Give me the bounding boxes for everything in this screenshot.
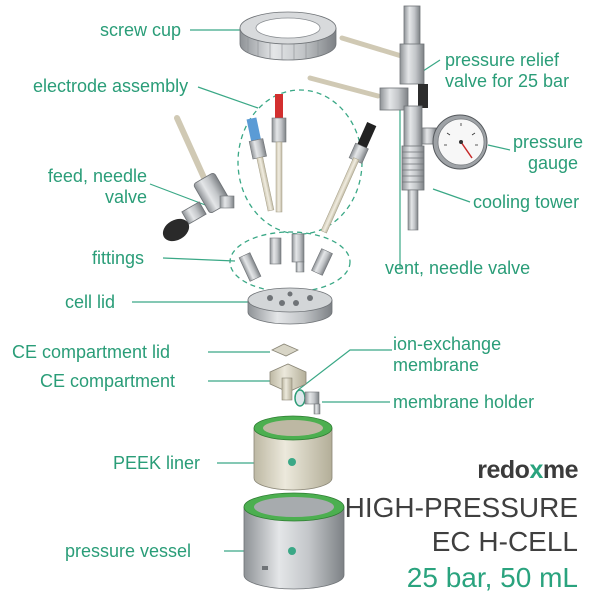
pressure-vessel-shape	[243, 492, 345, 590]
label-gauge-line2: gauge	[528, 153, 579, 173]
cell-lid-shape	[247, 287, 333, 325]
title-line-2: EC H-CELL	[431, 526, 578, 557]
label-screw-cup: screw cup	[100, 20, 182, 40]
title-line-1: HIGH-PRESSURE	[344, 492, 578, 523]
brand-logo: redoxme	[477, 456, 578, 485]
label-cooling-tower: cooling tower	[473, 192, 580, 212]
title-line-3: 25 bar, 50 mL	[406, 562, 578, 593]
label-membrane-line1: ion-exchange	[393, 334, 502, 354]
electrode-assembly-shape	[246, 94, 377, 234]
cooling-tower-shape	[401, 145, 425, 231]
ce-compartment-shape	[269, 343, 321, 415]
label-membrane-line2: membrane	[393, 355, 480, 375]
label-ce-compartment: CE compartment	[40, 371, 176, 391]
label-feed-valve-line2: valve	[104, 187, 147, 207]
label-membrane-holder: membrane holder	[393, 392, 535, 412]
screw-cup-shape	[239, 11, 337, 61]
brand-part-3: me	[542, 456, 579, 484]
leader-membrane	[297, 349, 392, 391]
leader-cooling-tower	[432, 188, 471, 203]
label-relief-valve-line2: valve for 25 bar	[445, 71, 570, 91]
brand-part-2: x	[529, 456, 543, 484]
relief-valve-shape	[307, 5, 428, 149]
label-pressure-vessel: pressure vessel	[65, 541, 192, 561]
label-cell-lid: cell lid	[65, 292, 116, 312]
label-gauge-line1: pressure	[513, 132, 584, 152]
fittings-shape	[238, 233, 333, 282]
electrode-group-outline	[237, 89, 363, 235]
label-relief-valve-line1: pressure relief	[445, 50, 560, 70]
pressure-gauge-shape	[421, 114, 488, 170]
label-fittings: fittings	[92, 248, 145, 268]
leader-gauge	[487, 144, 511, 151]
label-feed-valve-line1: feed, needle	[47, 166, 147, 186]
leader-vent-valve	[390, 100, 401, 268]
peek-liner-shape	[253, 415, 333, 491]
label-electrode-assembly: electrode assembly	[33, 76, 189, 96]
label-peek-liner: PEEK liner	[113, 453, 201, 473]
brand-part-1: redo	[477, 456, 530, 484]
leader-fittings	[162, 257, 236, 262]
feed-valve-shape	[162, 115, 235, 242]
leader-electrode-assembly	[197, 86, 259, 109]
label-vent-valve: vent, needle valve	[385, 258, 531, 278]
label-ce-lid: CE compartment lid	[12, 342, 171, 362]
